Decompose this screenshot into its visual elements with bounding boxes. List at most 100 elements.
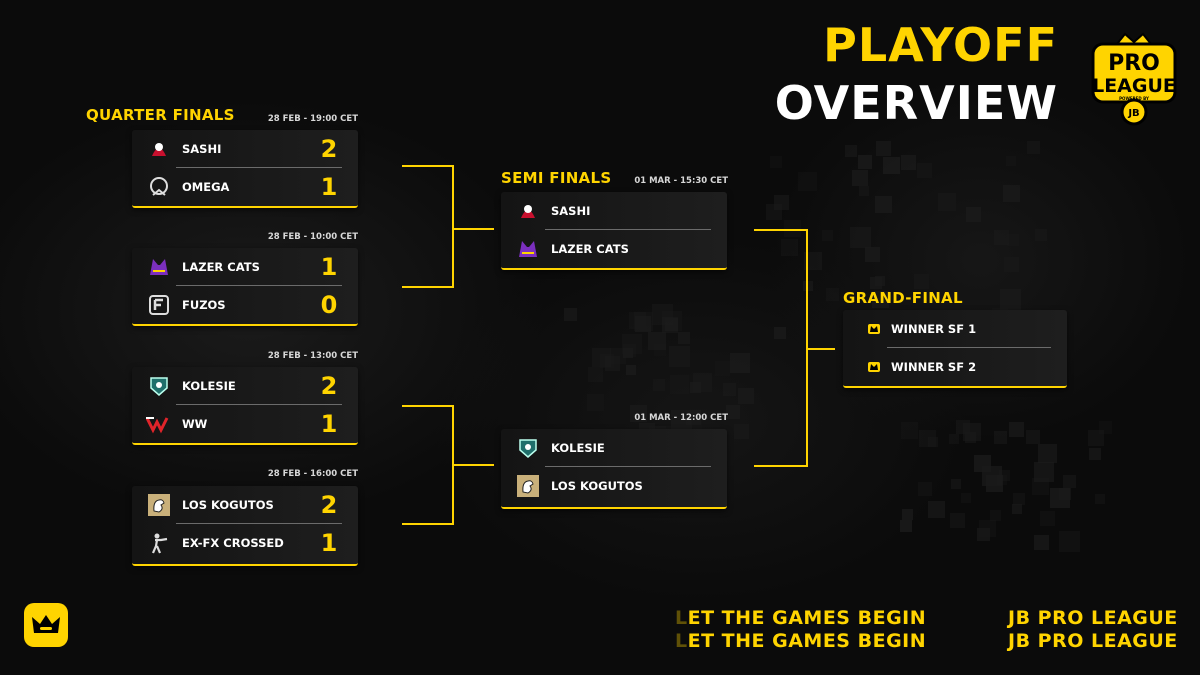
divider <box>176 523 342 524</box>
pixel-square <box>1095 494 1105 504</box>
pixel-square <box>1088 430 1104 446</box>
team-row: LOS KOGUTOS 2 <box>132 486 358 523</box>
semi-finals-label: SEMI FINALS <box>501 169 612 187</box>
team-score: 1 <box>320 409 338 438</box>
team-row: FUZOS 0 <box>132 286 358 323</box>
pixel-square <box>852 170 868 186</box>
pixel-square <box>1035 229 1047 241</box>
crown-icon <box>867 360 881 374</box>
pixel-square <box>1089 448 1101 460</box>
team-name: SASHI <box>551 203 591 218</box>
match-time: 01 MAR - 15:30 CET <box>634 176 728 186</box>
team-name: LOS KOGUTOS <box>182 497 274 512</box>
pixel-square <box>901 422 918 439</box>
pixel-square <box>1000 289 1021 310</box>
pixel-square <box>1003 185 1020 202</box>
logo-powered-by: POWERED BY <box>1119 96 1149 101</box>
team-name: LAZER CATS <box>182 259 260 274</box>
match-time: 28 FEB - 13:00 CET <box>267 351 358 361</box>
pixel-square <box>900 520 912 532</box>
pixel-square <box>977 528 990 541</box>
team-row: LOS KOGUTOS <box>501 467 727 504</box>
team-row: LAZER CATS 1 <box>132 248 358 285</box>
team-row: KOLESIE <box>501 429 727 466</box>
logo-top-word: PRO <box>1108 51 1160 76</box>
match-time: 28 FEB - 10:00 CET <box>267 232 358 242</box>
pixel-square <box>629 312 646 329</box>
team-row: KOLESIE 2 <box>132 367 358 404</box>
divider <box>176 285 342 286</box>
team-row: SASHI <box>501 192 727 229</box>
bracket-line <box>402 405 453 407</box>
pixel-square <box>588 367 603 382</box>
bracket-line <box>452 464 494 466</box>
crown-icon <box>867 322 881 336</box>
divider <box>545 466 711 467</box>
bracket-line <box>452 165 454 288</box>
bracket-line <box>754 229 807 231</box>
team-name: WINNER SF 2 <box>891 359 977 374</box>
pixel-square <box>587 394 604 411</box>
pixel-square <box>938 193 956 211</box>
footer-slogan-first-letter: L <box>675 607 688 629</box>
pixel-square <box>670 375 689 394</box>
pixel-square <box>982 466 1002 486</box>
team-name: KOLESIE <box>182 378 236 393</box>
logo-badge: JB <box>1127 108 1139 119</box>
match-card-qf4[interactable]: LOS KOGUTOS 2 EX-FX CROSSED 1 <box>132 486 358 566</box>
pixel-square <box>966 207 981 222</box>
pixel-square <box>928 501 945 518</box>
pixel-square <box>626 365 636 375</box>
match-card-qf1[interactable]: SASHI 2 OMEGA 1 <box>132 130 358 208</box>
pixel-square <box>914 274 929 289</box>
team-row: SASHI 2 <box>132 130 358 167</box>
match-card-qf2[interactable]: LAZER CATS 1 FUZOS 0 <box>132 248 358 326</box>
match-card-sf1[interactable]: SASHI LAZER CATS <box>501 192 727 270</box>
logo-bottom-word: LEAGUE <box>1092 75 1176 97</box>
pixel-square <box>951 479 961 489</box>
pixel-square <box>1009 422 1024 437</box>
pixel-square <box>1013 493 1025 505</box>
footer-slogan: LET THE GAMES BEGIN <box>675 609 926 628</box>
lazer-cats-logo <box>146 254 172 280</box>
pixel-square <box>678 332 690 344</box>
pixel-square <box>876 141 891 156</box>
team-row: EX-FX CROSSED 1 <box>132 524 358 561</box>
pixel-square <box>845 145 857 157</box>
pixel-square <box>902 509 913 520</box>
pixel-square <box>859 186 869 196</box>
match-card-sf2[interactable]: KOLESIE LOS KOGUTOS <box>501 429 727 509</box>
pixel-square <box>669 346 690 367</box>
team-score: 2 <box>320 134 338 163</box>
pixel-square <box>1040 511 1055 526</box>
match-time: 28 FEB - 19:00 CET <box>267 114 358 124</box>
team-score: 1 <box>320 528 338 557</box>
pixel-square <box>781 239 798 256</box>
pixel-square <box>634 312 653 331</box>
pixel-square <box>1032 478 1049 495</box>
team-name: LAZER CATS <box>551 241 629 256</box>
pixel-square <box>715 361 730 376</box>
pixel-square <box>1004 257 1019 272</box>
divider <box>176 167 342 168</box>
pixel-square <box>979 520 996 537</box>
pixel-square <box>784 220 801 237</box>
kolesie-logo <box>515 435 541 461</box>
team-name: KOLESIE <box>551 440 605 455</box>
grand-final-label: GRAND-FINAL <box>843 289 963 307</box>
pixel-square <box>875 196 892 213</box>
pixel-square <box>726 405 740 419</box>
team-row: WINNER SF 1 <box>843 310 1067 347</box>
pixel-square <box>1059 488 1071 500</box>
team-name: LOS KOGUTOS <box>551 478 643 493</box>
pixel-square <box>605 356 620 371</box>
team-score: 2 <box>320 490 338 519</box>
bracket-line <box>402 523 453 525</box>
divider <box>887 347 1051 348</box>
pixel-square <box>723 383 736 396</box>
pixel-square <box>600 354 614 368</box>
pixel-square <box>990 510 1001 521</box>
match-card-qf3[interactable]: KOLESIE 2 WW 1 <box>132 367 358 445</box>
pixel-square <box>693 373 712 392</box>
match-card-grand-final[interactable]: WINNER SF 1 WINNER SF 2 <box>843 310 1067 388</box>
